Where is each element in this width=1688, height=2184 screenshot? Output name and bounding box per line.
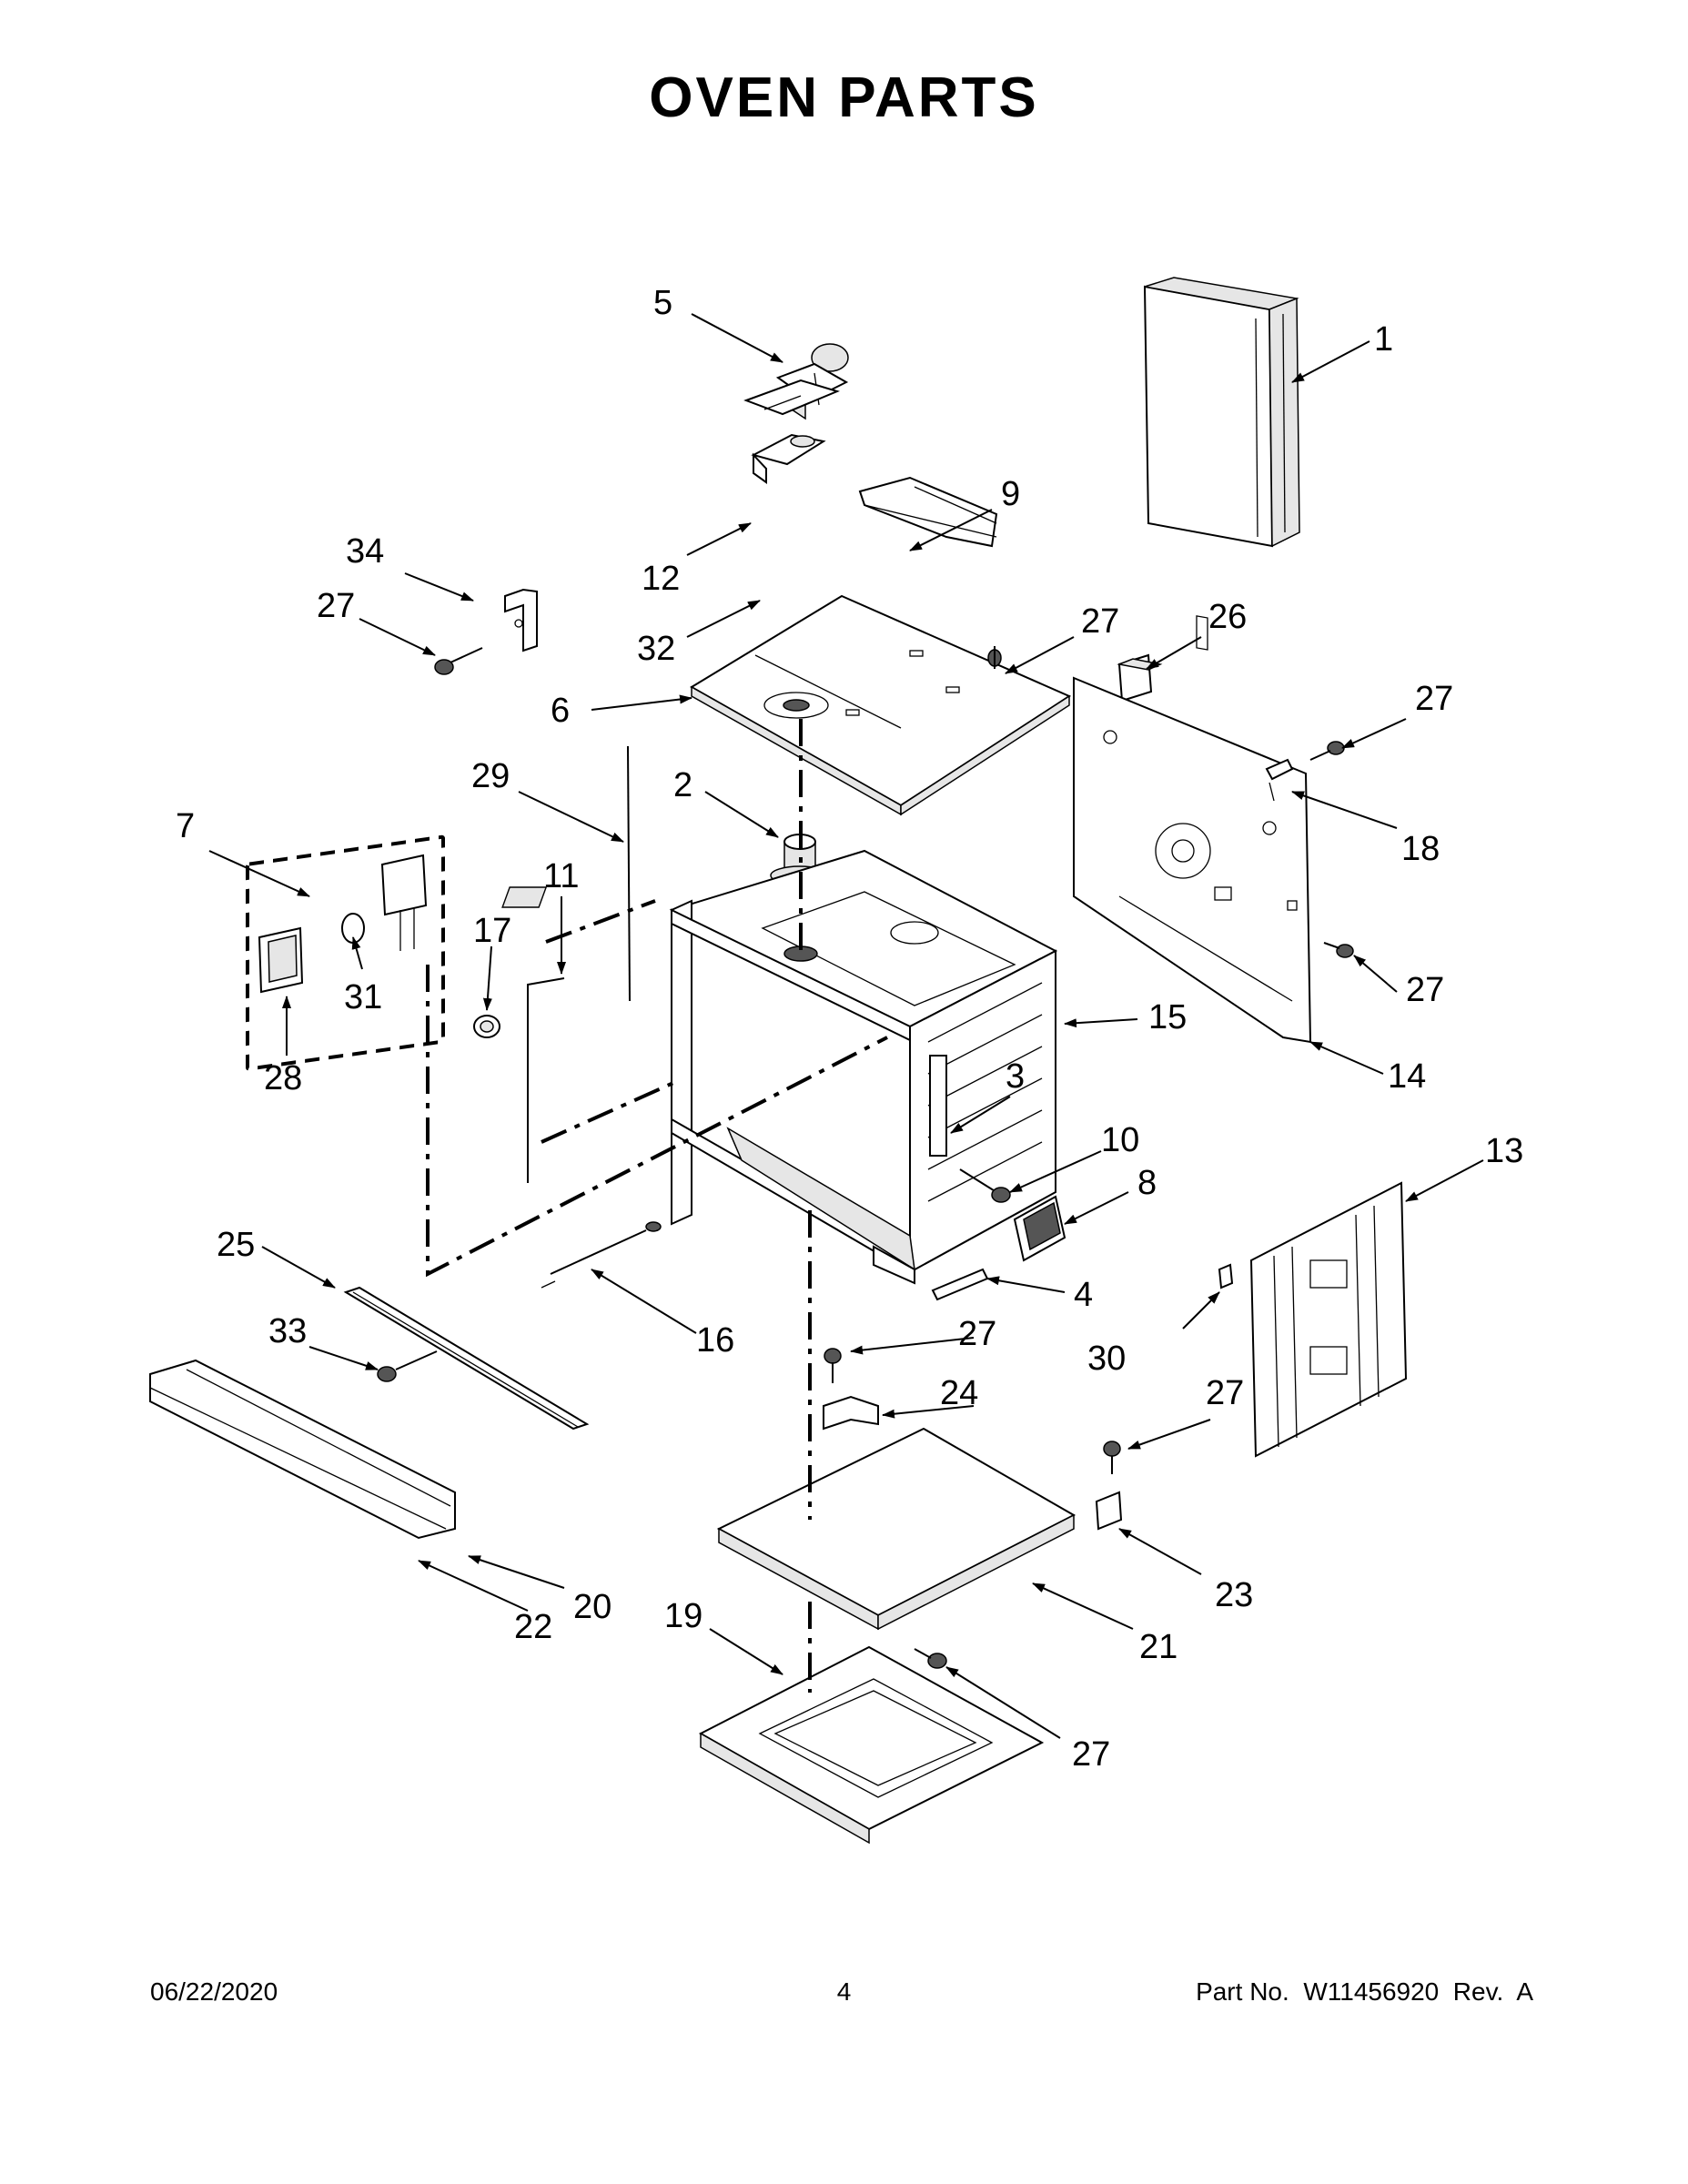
part-28-module <box>258 926 304 994</box>
callout-27: 27 <box>1081 602 1119 641</box>
callout-32: 32 <box>637 630 675 668</box>
part-6-top-panel <box>690 594 1072 816</box>
callout-17: 17 <box>473 912 511 950</box>
part-23-bracket <box>1095 1491 1123 1531</box>
callout-15: 15 <box>1148 998 1187 1036</box>
callout-11: 11 <box>543 857 579 895</box>
callout-27: 27 <box>1072 1735 1110 1774</box>
part-16-sensor <box>541 1221 662 1289</box>
part-10-screw <box>959 1168 1011 1203</box>
part-20-trim <box>149 1359 456 1540</box>
callout-30: 30 <box>1087 1340 1126 1378</box>
callout-5: 5 <box>653 284 672 322</box>
screw-27-f <box>1103 1441 1121 1474</box>
part-17-knob <box>473 1015 500 1038</box>
callout-27: 27 <box>958 1315 996 1353</box>
page-title: OVEN PARTS <box>649 66 1039 129</box>
callout-31: 31 <box>344 978 382 1016</box>
part-7-card <box>380 854 428 951</box>
callout-8: 8 <box>1137 1164 1157 1202</box>
part-11-wire <box>527 977 565 1183</box>
callout-19: 19 <box>664 1597 702 1635</box>
part-13-side-panel <box>1249 1181 1408 1458</box>
part-24-bracket <box>823 1395 879 1431</box>
part-25-rail <box>343 1286 590 1431</box>
part-32-bracket <box>751 433 826 484</box>
callout-7: 7 <box>176 807 195 845</box>
callout-34: 34 <box>346 532 384 571</box>
callout-18: 18 <box>1401 830 1440 868</box>
part-30-clip <box>1218 1263 1234 1289</box>
callout-24: 24 <box>940 1374 978 1412</box>
part-12-bracket <box>743 379 840 416</box>
callout-23: 23 <box>1215 1576 1253 1614</box>
part-3-side-bracket <box>929 1055 947 1157</box>
callout-1: 1 <box>1374 320 1393 359</box>
callout-29: 29 <box>471 757 510 795</box>
part-34-bracket <box>504 588 538 652</box>
callout-14: 14 <box>1388 1057 1426 1096</box>
callout-33: 33 <box>268 1312 307 1350</box>
footer-page-number: 4 <box>836 1977 852 2006</box>
callout-25: 25 <box>217 1226 255 1264</box>
kit-7-box <box>246 834 445 1071</box>
callout-2: 2 <box>673 766 692 804</box>
part-5-switch <box>775 343 849 420</box>
part-33-screw <box>377 1350 438 1382</box>
part-18-clip <box>1265 758 1294 802</box>
callout-20: 20 <box>573 1588 612 1626</box>
callout-27: 27 <box>317 587 355 625</box>
assembly-lines <box>426 719 888 1693</box>
part-8-filter <box>1013 1195 1066 1262</box>
callout-26: 26 <box>1208 598 1247 636</box>
callout-16: 16 <box>696 1321 734 1360</box>
part-29-rod <box>627 745 631 1002</box>
screw-27-c <box>1309 741 1345 761</box>
callout-21: 21 <box>1139 1628 1178 1666</box>
part-19-bottom-pan <box>698 1645 1045 1845</box>
footer-part-number: Part No. W11456920 Rev. A <box>1196 1977 1533 2006</box>
callout-labels: 1 5 9 34 12 27 32 27 26 27 6 29 2 18 7 1… <box>176 284 1523 1774</box>
leader-arrows <box>208 313 1484 1739</box>
screw-27-e <box>824 1348 842 1383</box>
screw-27-d <box>1323 942 1354 958</box>
part-15-oven-cavity <box>501 849 1058 1285</box>
callout-22: 22 <box>514 1608 552 1646</box>
callout-9: 9 <box>1001 475 1020 513</box>
part-14-rear-panel <box>1073 676 1312 1044</box>
screw-27-b <box>987 646 1002 669</box>
part-9-vent-channel <box>858 476 998 548</box>
callout-3: 3 <box>1006 1057 1025 1096</box>
callout-27: 27 <box>1406 971 1444 1009</box>
screw-27-a <box>434 647 483 675</box>
callout-27: 27 <box>1206 1374 1244 1412</box>
part-1-control-panel <box>1143 277 1300 651</box>
callout-27: 27 <box>1415 680 1453 718</box>
callout-13: 13 <box>1485 1132 1523 1170</box>
screw-27-g <box>914 1648 947 1669</box>
part-26-bracket <box>1117 653 1163 703</box>
part-4-bracket <box>931 1268 989 1301</box>
callout-10: 10 <box>1101 1121 1139 1159</box>
callout-28: 28 <box>264 1059 302 1097</box>
callout-12: 12 <box>642 560 680 598</box>
callout-4: 4 <box>1074 1276 1093 1314</box>
footer-date: 06/22/2020 <box>150 1977 278 2006</box>
part-21-bottom-plate <box>716 1427 1076 1631</box>
callout-6: 6 <box>551 692 570 730</box>
